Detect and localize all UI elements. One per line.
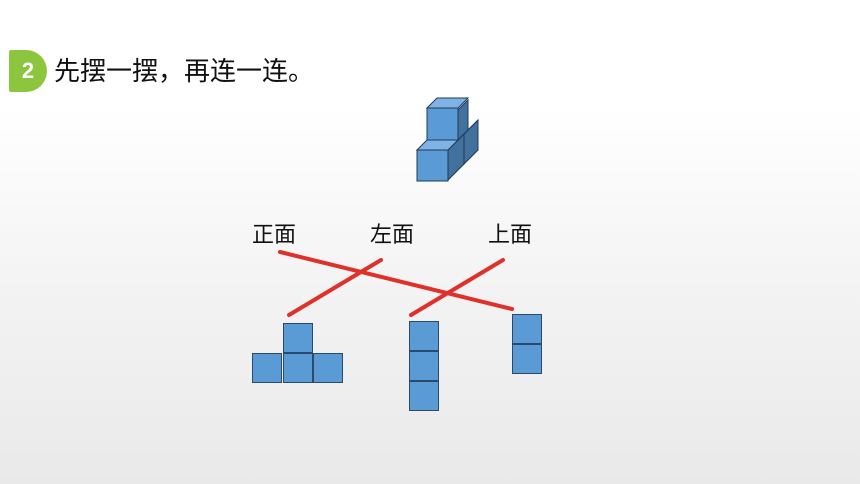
- problem-number-badge: 2: [9, 50, 47, 92]
- view-cube: [283, 353, 313, 383]
- view-cube: [409, 351, 439, 381]
- connector-top-to-column-3: [409, 258, 505, 317]
- view-cube: [409, 321, 439, 351]
- view-cube: [313, 353, 343, 383]
- problem-number: 2: [21, 58, 35, 83]
- cube-top-face: [457, 119, 479, 141]
- label-left-view: 左面: [370, 223, 415, 248]
- connector-left-to-t-shape: [287, 258, 383, 317]
- view-cube: [283, 323, 313, 353]
- cube-front-face: [416, 149, 449, 182]
- label-top-view: 上面: [488, 223, 533, 248]
- view-cube: [409, 381, 439, 411]
- view-cube: [512, 314, 542, 344]
- label-front-view: 正面: [252, 223, 297, 248]
- problem-instruction: 先摆一摆，再连一连。: [54, 57, 315, 87]
- view-cube: [252, 353, 282, 383]
- connector-front-to-column-2: [278, 250, 514, 311]
- view-cube: [512, 344, 542, 374]
